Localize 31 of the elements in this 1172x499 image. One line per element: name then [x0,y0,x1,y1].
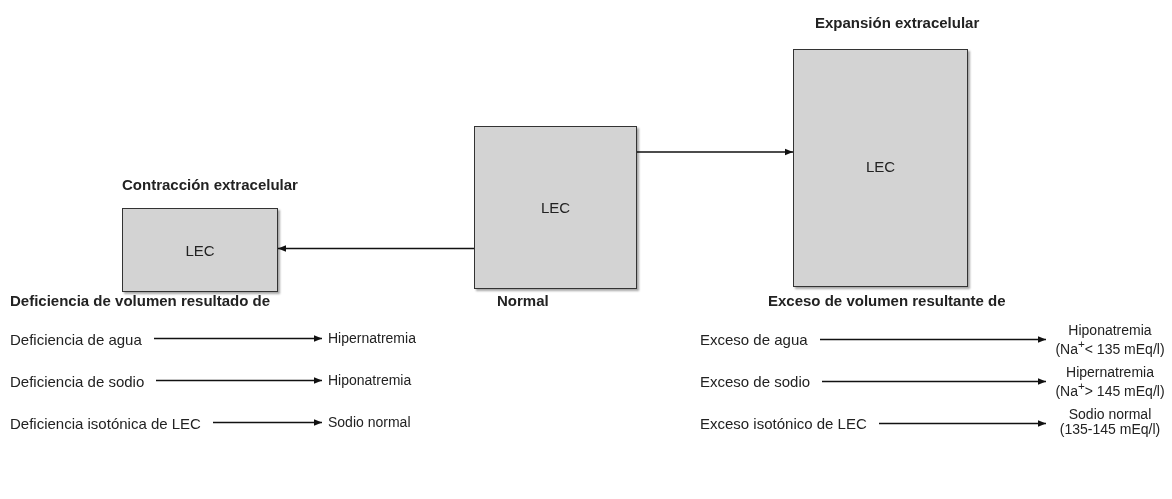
arrow [212,419,323,426]
cause-text: Deficiencia de agua [10,331,142,348]
box-label: LEC [185,241,215,259]
fluid-box [793,49,968,287]
result-text: Hiponatremia (Na$^{+}$< 135 mEq/l) [1052,323,1168,357]
fluid-box [122,208,278,292]
arrow [155,377,323,384]
cause-text: Exceso de sodio [700,373,811,390]
result-text: Sodio normal (135-145 mEq/l) [1052,407,1168,437]
arrow [277,245,475,252]
cause-text: Exceso isotónico de LEC [700,415,867,432]
box-label: LEC [865,158,896,175]
arrow [636,148,794,156]
cause-text: Deficiencia isotónica de LEC [10,415,201,432]
result-text: Hipernatremia [328,331,448,346]
cause-text: Exceso de agua [700,331,808,348]
column-heading: Deficiencia de volumen resultado de [10,292,271,309]
column-heading: Exceso de volumen resultante de [768,292,1006,309]
arrow [878,420,1047,427]
result-text: Hiponatremia [328,373,448,388]
column-heading: Normal [497,292,549,309]
result-text: Hipernatremia (Na$^{+}$> 145 mEq/l) [1052,365,1168,399]
section-heading: Expansión extracelular [815,14,980,31]
result-text: Sodio normal [328,415,448,430]
arrow [153,335,323,342]
arrow [821,378,1047,385]
fluid-box [474,126,637,289]
box-label: LEC [540,199,571,216]
section-heading: Contracción extracelular [122,176,298,193]
cause-text: Deficiencia de sodio [10,373,145,390]
arrow [819,336,1047,343]
